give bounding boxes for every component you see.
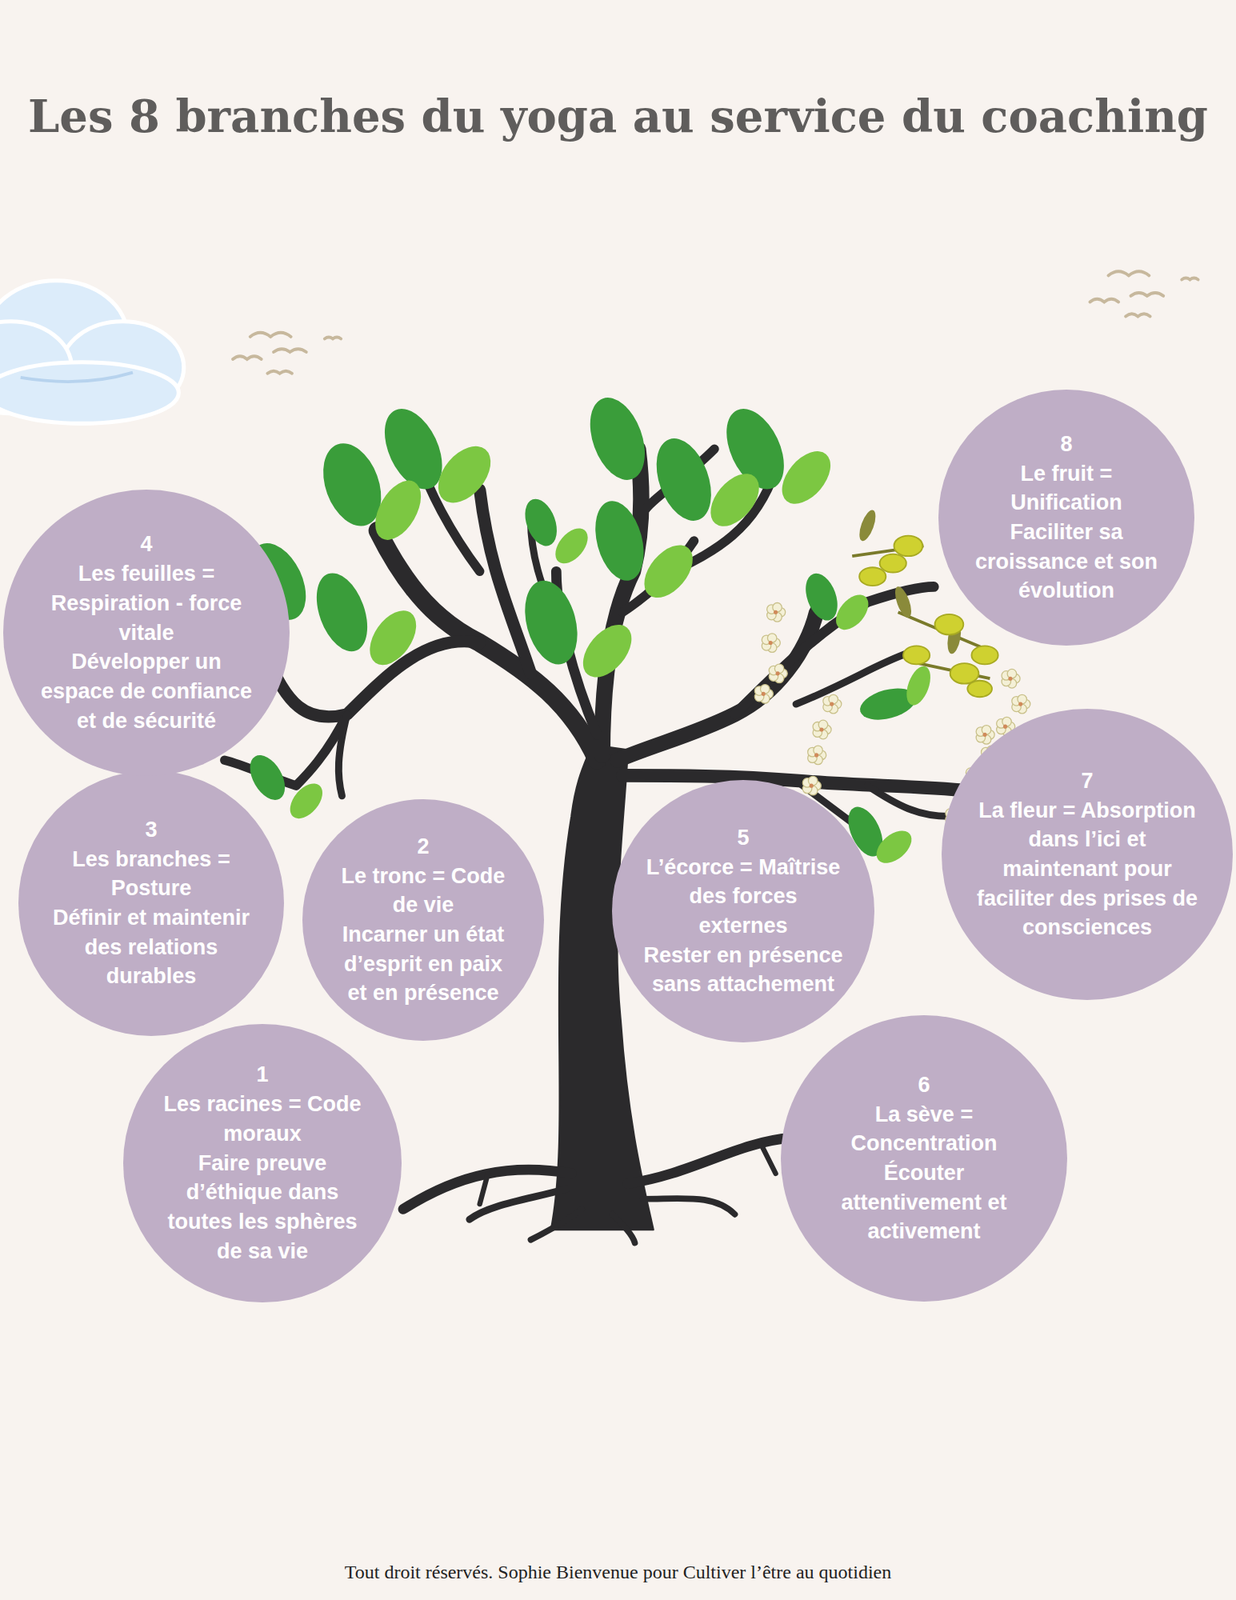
callout-number: 4 — [37, 529, 256, 560]
circle-label: Définir et maintenir des relations durab… — [50, 903, 252, 992]
circle-label: Faciliter sa croissance et son évolution — [968, 517, 1164, 606]
copyright-caption: Tout droit réservés. Sophie Bienvenue po… — [0, 1561, 1236, 1584]
circle-label: Les feuilles = Respiration - force vital… — [37, 559, 256, 648]
circle-label: Incarner un état d’esprit en paix et en … — [331, 920, 516, 1008]
circle-text: 3Les branches = PostureDéfinir et mainte… — [50, 815, 252, 992]
circle-label: Les racines = Code moraux — [156, 1089, 368, 1148]
branch-circle: 5L’écorce = Maîtrise des forces externes… — [612, 780, 875, 1043]
callout-number: 2 — [331, 832, 516, 862]
circle-text: 5L’écorce = Maîtrise des forces externes… — [643, 823, 843, 1000]
circle-text: 2Le tronc = Code de vieIncarner un état … — [331, 832, 516, 1008]
branch-circle: 7La fleur = Absorption dans l’ici et mai… — [941, 708, 1233, 1000]
branch-circle: 8Le fruit = UnificationFaciliter sa croi… — [938, 389, 1195, 646]
circle-text: 8Le fruit = UnificationFaciliter sa croi… — [968, 429, 1164, 606]
circle-label: Faire preuve d’éthique dans toutes les s… — [156, 1148, 368, 1267]
callout-number: 8 — [968, 429, 1164, 460]
circle-text: 7La fleur = Absorption dans l’ici et mai… — [976, 766, 1199, 943]
circle-label: Le fruit = Unification — [968, 459, 1164, 518]
circle-label: Le tronc = Code de vie — [331, 861, 516, 920]
circle-text: 4Les feuilles = Respiration - force vita… — [37, 529, 256, 736]
circle-label: Développer un espace de confiance et de … — [37, 647, 256, 736]
callout-number: 3 — [50, 815, 252, 845]
circle-label: Rester en présence sans attachement — [643, 940, 843, 1000]
callout-number: 6 — [815, 1070, 1033, 1100]
branch-circle: 4Les feuilles = Respiration - force vita… — [3, 489, 290, 776]
branch-circle: 3Les branches = PostureDéfinir et mainte… — [18, 770, 284, 1036]
circle-label: La sève = Concentration — [815, 1100, 1033, 1159]
branch-circle: 2Le tronc = Code de vieIncarner un état … — [302, 799, 544, 1041]
callout-number: 1 — [156, 1060, 368, 1090]
branch-circle: 6La sève = ConcentrationÉcouter attentiv… — [780, 1015, 1068, 1302]
diagram-title: Les 8 branches du yoga au service du coa… — [0, 89, 1236, 143]
circle-label: Écouter attentivement et activement — [815, 1158, 1033, 1247]
callout-number: 5 — [643, 823, 843, 853]
circle-text: 1Les racines = Code morauxFaire preuve d… — [156, 1060, 368, 1266]
circle-label: Les branches = Posture — [50, 844, 252, 904]
circle-text: 6La sève = ConcentrationÉcouter attentiv… — [815, 1070, 1033, 1247]
callout-number: 7 — [976, 766, 1199, 796]
branch-circle: 1Les racines = Code morauxFaire preuve d… — [123, 1024, 402, 1303]
circle-label: La fleur = Absorption dans l’ici et main… — [976, 796, 1199, 944]
circle-label: L’écorce = Maîtrise des forces externes — [643, 852, 843, 941]
